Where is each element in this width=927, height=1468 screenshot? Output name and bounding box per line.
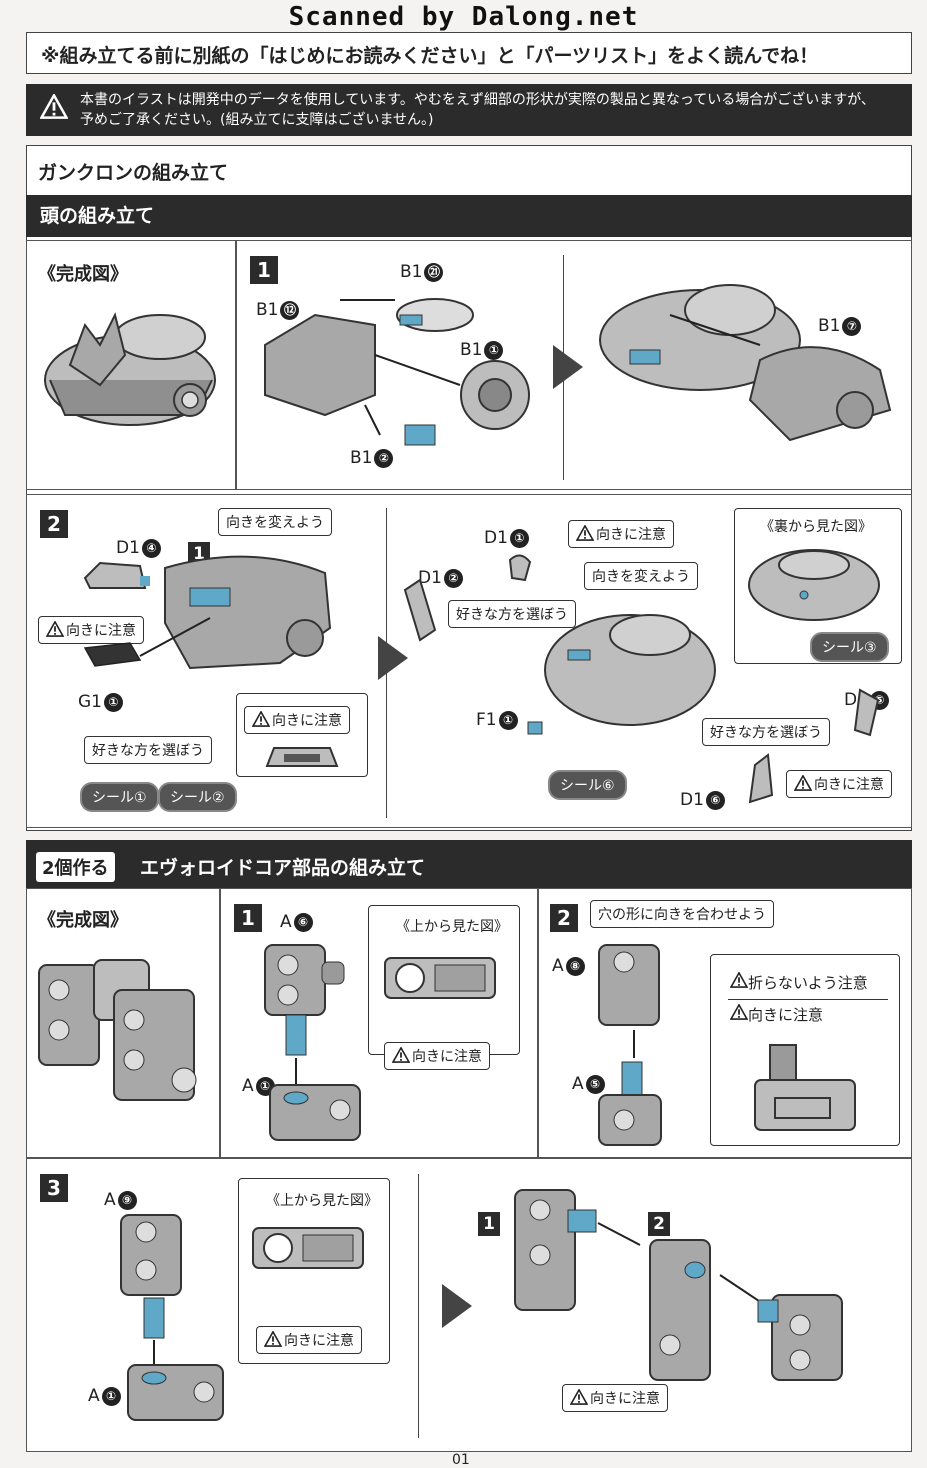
top-view-illustration — [252, 1227, 364, 1269]
callout-caution: 向きに注意 — [568, 520, 674, 548]
page-number: 01 — [452, 1452, 470, 1468]
make-two-badge: 2個作る — [36, 852, 115, 882]
top-view-illustration — [384, 957, 496, 999]
warning-icon — [40, 94, 68, 119]
callout-choose: 好きな方を選ぼう — [702, 718, 830, 746]
warning-icon — [252, 711, 270, 727]
callout-align: 穴の形に向きを合わせよう — [590, 900, 774, 928]
next-arrow-icon — [442, 1284, 472, 1328]
step1-result-illustration — [599, 284, 892, 442]
section1-title: ガンクロンの組み立て — [38, 162, 229, 184]
callout-caution: 向きに注意 — [562, 1384, 668, 1412]
warning-icon — [730, 1004, 748, 1020]
step-number: 1 — [250, 256, 278, 284]
warning-line-1: 本書のイラストは開発中のデータを使用しています。やむをえず細部の形状が実際の製品… — [80, 92, 875, 108]
warning-icon — [576, 525, 594, 541]
sticker-label: シール⑥ — [548, 770, 627, 800]
no-bend-note: 折らないよう注意 — [730, 972, 868, 993]
core-step1-illustration — [264, 944, 361, 1141]
step2-left-illustration — [83, 555, 332, 670]
next-arrow-icon — [378, 636, 408, 680]
warning-line-2: 予めご了承ください。(組み立てに支障はございません。) — [80, 112, 434, 128]
sticker-label: シール② — [158, 782, 237, 812]
core-step3-illustration — [120, 1214, 224, 1421]
sticker-label: シール① — [80, 782, 159, 812]
peg-detail-illustration — [754, 1044, 856, 1131]
callout-change-direction: 向きを変えよう — [584, 562, 698, 590]
warning-banner: 本書のイラストは開発中のデータを使用しています。やむをえず細部の形状が実際の製品… — [26, 84, 912, 136]
callout-choose: 好きな方を選ぼう — [84, 736, 212, 764]
warning-icon — [730, 972, 748, 988]
top-note: ※組み立てる前に別紙の「はじめにお読みください」と「パーツリスト」をよく読んでね… — [26, 32, 912, 74]
core-step2-illustration — [598, 944, 662, 1146]
next-arrow-icon — [553, 345, 583, 389]
warning-icon — [392, 1047, 410, 1063]
completed-label: 《完成図》 — [38, 264, 128, 285]
callout-caution: 向きに注意 — [786, 770, 892, 798]
step-number: 3 — [40, 1174, 68, 1202]
sub-step-number: 1 — [478, 1212, 500, 1236]
section2-title: エヴォロイドコア部品の組み立て — [140, 857, 426, 879]
section1-sub-title: 頭の組み立て — [26, 195, 912, 237]
back-view-illustration — [748, 549, 880, 621]
callout-caution: 向きに注意 — [244, 706, 350, 734]
separator — [728, 999, 888, 1000]
back-view-label: 《裏から見た図》 — [760, 519, 872, 535]
scan-header: Scanned by Dalong.net — [288, 2, 639, 32]
top-view-label: 《上から見た図》 — [266, 1193, 378, 1209]
step-divider — [418, 1174, 419, 1438]
warning-icon — [570, 1389, 588, 1405]
warning-icon — [264, 1331, 282, 1347]
callout-caution: 向きに注意 — [38, 616, 144, 644]
completed-label: 《完成図》 — [38, 910, 128, 931]
callout-caution: 向きに注意 — [256, 1326, 362, 1354]
section2-header — [26, 840, 912, 888]
step1-exploded-illustration — [264, 298, 530, 446]
callout-choose: 好きな方を選ぼう — [448, 600, 576, 628]
sticker-label: シール③ — [810, 632, 889, 662]
callout-caution: 向きに注意 — [384, 1042, 490, 1070]
step-number: 2 — [40, 510, 68, 538]
core-step3-join-illustration — [514, 1189, 843, 1381]
step-number: 1 — [234, 904, 262, 932]
core-completed-illustration — [38, 959, 197, 1101]
callout-change-direction: 向きを変えよう — [218, 508, 332, 536]
top-view-label: 《上から見た図》 — [396, 919, 508, 935]
warning-icon — [46, 621, 64, 637]
sub-step-number: 2 — [648, 1212, 670, 1236]
step-number: 2 — [550, 904, 578, 932]
caution-note: 向きに注意 — [730, 1004, 823, 1025]
part-detail-illustration — [265, 747, 339, 767]
step2-right-illustration — [403, 554, 880, 804]
head-completed-illustration — [44, 312, 216, 426]
